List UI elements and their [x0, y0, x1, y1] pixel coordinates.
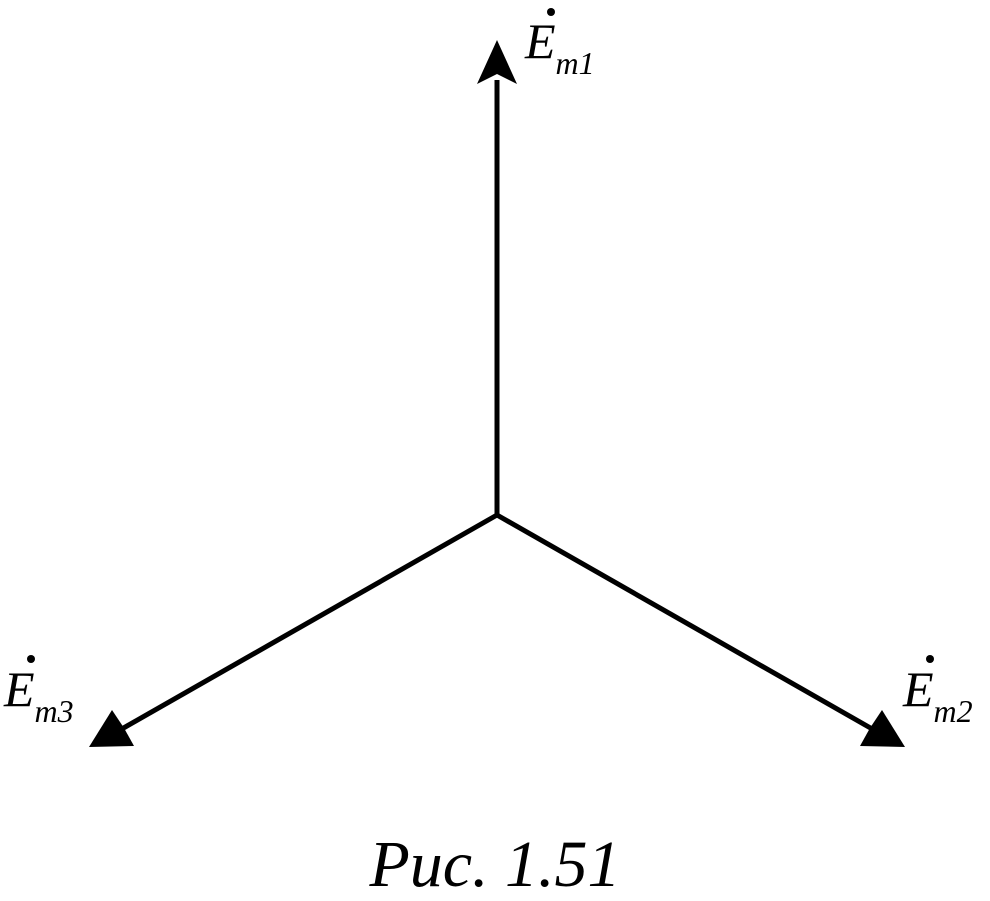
label-em3-dot: [27, 655, 35, 663]
label-em1-subscript: m1: [556, 45, 595, 81]
label-em2-subscript: m2: [934, 693, 973, 729]
vector-em2-line: [495, 512, 876, 733]
vector-em2-arrowhead: [860, 710, 905, 747]
svg-text:Em2: Em2: [902, 661, 973, 729]
label-em2-symbol: E: [902, 661, 934, 717]
label-em3-subscript: m3: [35, 693, 74, 729]
svg-text:Em1: Em1: [524, 13, 595, 81]
label-em3: Em3: [3, 655, 74, 729]
vector-em1-arrowhead: [477, 40, 517, 84]
vector-em1: [477, 40, 517, 515]
vector-em3: [89, 512, 499, 747]
label-em2-dot: [926, 655, 934, 663]
label-em1-dot: [547, 8, 555, 16]
svg-text:Em3: Em3: [3, 661, 74, 729]
label-em1: Em1: [524, 8, 595, 81]
vector-em2: [495, 512, 905, 747]
label-em1-symbol: E: [524, 13, 556, 69]
vector-em3-arrowhead: [89, 710, 134, 747]
label-em2: Em2: [902, 655, 973, 729]
figure-caption: Рис. 1.51: [369, 828, 621, 901]
vector-em3-line: [118, 512, 499, 733]
label-em3-symbol: E: [3, 661, 35, 717]
